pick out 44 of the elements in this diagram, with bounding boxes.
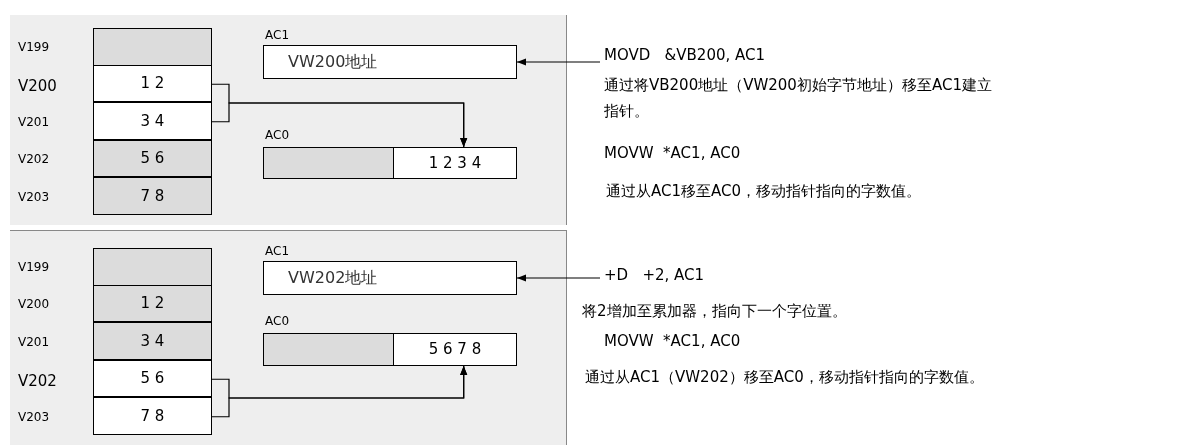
register-label: AC1: [265, 243, 289, 260]
register-box: [263, 147, 517, 179]
description-text: 将2增加至累加器，指向下一个字位置。: [582, 301, 848, 322]
instruction-text: MOVD &VB200, AC1: [604, 44, 766, 66]
register-high-word: [264, 148, 394, 178]
description-text: 通过从AC1（VW202）移至AC0，移动指针指向的字数值。: [585, 367, 985, 388]
register-low-word: 5 6 7 8: [393, 334, 516, 365]
address-label: V202: [18, 371, 57, 393]
register-box: [263, 333, 517, 366]
memory-cell: 3 4: [93, 322, 212, 360]
arrow: [516, 274, 601, 282]
description-text: 通过从AC1移至AC0，移动指针指向的字数值。: [606, 181, 923, 202]
register-box: VW200地址: [263, 45, 517, 79]
address-label: V200: [18, 296, 50, 314]
arrow: [211, 365, 468, 418]
address-label: V199: [18, 38, 50, 56]
memory-cell: 1 2: [93, 284, 212, 322]
instruction-text: +D +2, AC1: [604, 264, 705, 286]
memory-cell: 7 8: [93, 397, 212, 435]
memory-cell: 1 2: [93, 64, 212, 102]
register-high-word: [264, 334, 394, 365]
instruction-text: MOVW *AC1, AC0: [604, 143, 742, 164]
address-label: V202: [18, 151, 50, 169]
instruction-text: MOVW *AC1, AC0: [604, 331, 742, 352]
register-low-word: 1 2 3 4: [393, 148, 516, 178]
address-label: V199: [18, 258, 50, 276]
address-label: V200: [18, 76, 57, 98]
address-label: V201: [18, 333, 50, 351]
description-text: 通过将VB200地址（VW200初始字节地址）移至AC1建立指针。: [604, 75, 993, 122]
address-label: V201: [18, 113, 50, 131]
register-label: AC0: [265, 127, 289, 144]
address-label: V203: [18, 188, 50, 206]
arrow: [516, 58, 601, 66]
register-label: AC1: [265, 27, 289, 44]
register-label: AC0: [265, 313, 289, 330]
memory-cell: 5 6: [93, 139, 212, 177]
memory-cell: 3 4: [93, 102, 212, 140]
memory-cell: 7 8: [93, 177, 212, 215]
address-label: V203: [18, 408, 50, 426]
register-box: VW202地址: [263, 261, 517, 295]
arrow: [211, 102, 468, 148]
empty-memory-cell: [93, 248, 212, 286]
memory-cell: 5 6: [93, 359, 212, 397]
empty-memory-cell: [93, 28, 212, 66]
